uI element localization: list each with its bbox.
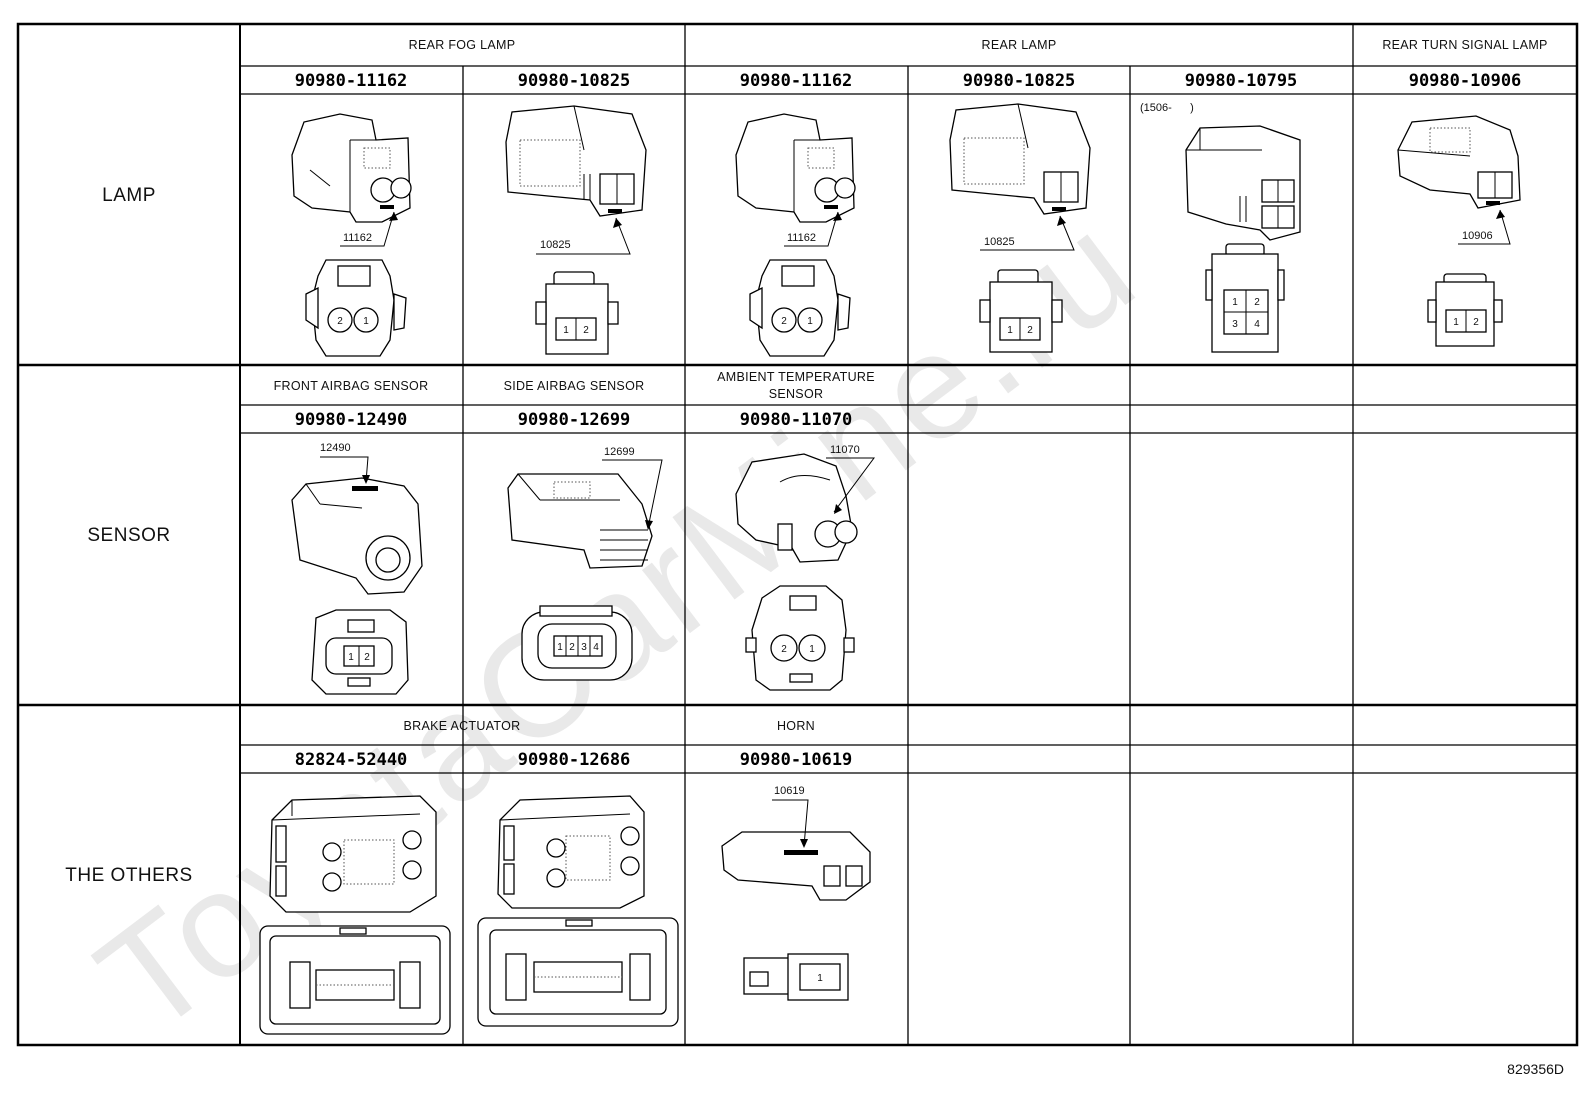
table-grid (16, 22, 1579, 1047)
part-number: 90980-12699 (518, 410, 631, 430)
pin-number: 3 (1232, 319, 1238, 330)
connector-12490-face (311, 609, 409, 695)
connector-11070-illustration (735, 453, 875, 563)
category-lamp: LAMP (102, 185, 156, 206)
connector-tag: 10906 (1462, 230, 1493, 242)
part-number: 90980-11070 (740, 410, 853, 430)
connector-tag: 12490 (320, 442, 351, 454)
pin-number: 1 (809, 644, 815, 655)
connector-tag: 10825 (540, 239, 571, 251)
diagram-id: 829356D (1507, 1061, 1564, 1077)
group-title-ambient-temperature-sensor-line2: SENSOR (769, 387, 824, 401)
connector-10825-face (979, 269, 1063, 353)
pin-number: 4 (593, 642, 599, 653)
group-title-rear-lamp: REAR LAMP (982, 38, 1057, 52)
pin-number: 1 (348, 652, 354, 663)
connector-10825-illustration (949, 103, 1091, 251)
connector-11070-face (745, 585, 855, 691)
connector-10619-illustration (721, 799, 871, 901)
group-title-ambient-temperature-sensor-line1: AMBIENT TEMPERATURE (717, 370, 875, 384)
group-title-brake-actuator: BRAKE ACTUATOR (404, 719, 521, 733)
connector-90980-12686-illustration (497, 795, 645, 909)
connector-10619-face (743, 953, 849, 1001)
connector-note: (1506- ) (1140, 102, 1194, 114)
pin-number: 2 (583, 325, 589, 336)
pin-number: 1 (807, 316, 813, 327)
connector-10825-face (535, 271, 619, 355)
part-number: 90980-12686 (518, 750, 631, 770)
part-number: 90980-12490 (295, 410, 408, 430)
pin-number: 1 (1007, 325, 1013, 336)
connector-10906-face (1427, 273, 1503, 347)
pin-number: 2 (1027, 325, 1033, 336)
connector-10825-illustration (505, 105, 647, 255)
part-number: 90980-10825 (963, 71, 1076, 91)
connector-11162-face (305, 259, 407, 357)
connector-90980-12686-face (477, 917, 679, 1027)
pin-number: 4 (1254, 319, 1260, 330)
part-number: 90980-11162 (740, 71, 853, 91)
connector-12699-face (521, 605, 633, 681)
connector-11162-illustration (735, 113, 856, 247)
connector-82824-52440-face (259, 925, 451, 1035)
pin-number: 1 (817, 973, 823, 984)
part-number: 90980-10906 (1409, 71, 1522, 91)
pin-number: 2 (364, 652, 370, 663)
pin-number: 2 (337, 316, 343, 327)
connector-12699-illustration (507, 459, 663, 569)
pin-number: 2 (781, 644, 787, 655)
part-number: 90980-10619 (740, 750, 853, 770)
connector-tag: 11162 (343, 232, 372, 244)
pin-number: 2 (1254, 297, 1260, 308)
group-title-front-airbag-sensor: FRONT AIRBAG SENSOR (274, 379, 429, 393)
connector-11162-illustration (291, 113, 412, 247)
part-number: 90980-11162 (295, 71, 408, 91)
pin-number: 2 (1473, 317, 1479, 328)
connector-10795-face (1205, 243, 1285, 353)
part-number: 90980-10795 (1185, 71, 1298, 91)
pin-number: 1 (1232, 297, 1238, 308)
pin-number: 2 (569, 642, 575, 653)
connector-tag: 11070 (830, 444, 860, 456)
pin-number: 1 (557, 642, 563, 653)
group-title-side-airbag-sensor: SIDE AIRBAG SENSOR (504, 379, 645, 393)
pin-number: 1 (563, 325, 569, 336)
connector-tag: 10825 (984, 236, 1015, 248)
connector-tag: 11162 (787, 232, 816, 244)
pin-number: 3 (581, 642, 587, 653)
pin-number: 1 (1453, 317, 1459, 328)
pin-number: 2 (781, 316, 787, 327)
group-title-rear-turn-signal-lamp: REAR TURN SIGNAL LAMP (1382, 38, 1547, 52)
category-sensor: SENSOR (87, 525, 170, 546)
connector-tag: 12699 (604, 446, 635, 458)
connector-12490-illustration (291, 456, 423, 595)
connector-tag: 10619 (774, 785, 805, 797)
category-the-others: THE OTHERS (65, 865, 192, 886)
connector-10795-illustration (1185, 125, 1301, 241)
pin-number: 1 (363, 316, 369, 327)
connector-10906-illustration (1397, 115, 1521, 245)
part-number: 82824-52440 (295, 750, 408, 770)
part-number: 90980-10825 (518, 71, 631, 91)
group-title-horn: HORN (777, 719, 815, 733)
group-title-rear-fog-lamp: REAR FOG LAMP (409, 38, 516, 52)
connector-11162-face (749, 259, 851, 357)
connector-82824-52440-illustration (269, 795, 437, 913)
